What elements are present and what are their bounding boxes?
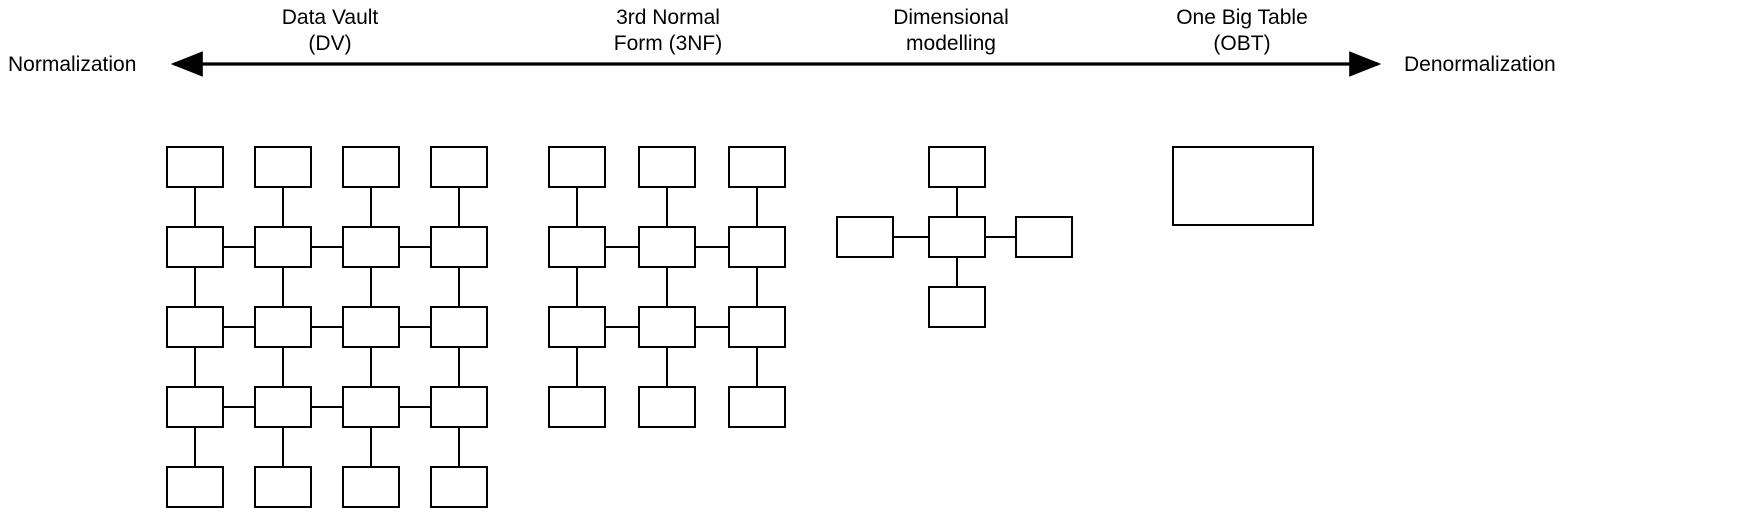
connector-vertical [457,348,461,386]
table-node [728,146,786,188]
connector-vertical [457,428,461,466]
connector-vertical [755,348,759,386]
stage-label-dimensional-modelling: Dimensional modelling [893,6,1009,55]
connector-vertical [281,348,285,386]
connector-vertical [281,268,285,306]
connector-vertical [193,428,197,466]
connector-vertical [575,348,579,386]
connector-vertical [955,258,959,286]
table-node [638,146,696,188]
table-node [548,226,606,268]
table-node [548,386,606,428]
table-node [254,226,312,268]
stage-label-data-vault: Data Vault (DV) [281,6,379,55]
connector-vertical [281,428,285,466]
table-node [342,226,400,268]
table-node [342,466,400,508]
table-node [728,386,786,428]
connector-vertical [369,268,373,306]
connector-vertical [665,348,669,386]
stage-label-one-big-table: One Big Table (OBT) [1176,6,1308,55]
connector-horizontal [986,235,1015,239]
table-node [342,306,400,348]
connector-vertical [755,268,759,306]
table-node [430,226,488,268]
connector-vertical [665,268,669,306]
stage-label-third-normal-form: 3rd Normal Form (3NF) [613,6,723,55]
connector-vertical [193,348,197,386]
connector-vertical [955,188,959,216]
connector-vertical [457,188,461,226]
table-node [342,146,400,188]
table-node [254,466,312,508]
connector-horizontal [606,325,638,329]
connector-horizontal [224,325,254,329]
table-node [728,306,786,348]
table-node [166,306,224,348]
one-big-table-node [1172,146,1314,226]
table-node [728,226,786,268]
table-node [548,146,606,188]
table-node [342,386,400,428]
connector-horizontal [312,325,342,329]
dimension-table-node [836,216,894,258]
connector-horizontal [224,405,254,409]
table-node [166,226,224,268]
connector-horizontal [696,245,728,249]
table-node [166,466,224,508]
connector-horizontal [312,405,342,409]
connector-vertical [369,188,373,226]
table-node [166,146,224,188]
connector-horizontal [400,325,430,329]
connector-horizontal [312,245,342,249]
table-node [430,146,488,188]
connector-vertical [755,188,759,226]
connector-horizontal [696,325,728,329]
normalization-spectrum-arrow [170,51,1382,77]
dimension-table-node [1015,216,1073,258]
table-node [254,146,312,188]
dimension-table-node [928,286,986,328]
table-node [254,386,312,428]
fact-table-node [928,216,986,258]
connector-horizontal [894,235,928,239]
table-node [638,306,696,348]
connector-vertical [281,188,285,226]
dimension-table-node [928,146,986,188]
table-node [430,306,488,348]
axis-label-denormalization: Denormalization [1404,53,1556,76]
table-node [254,306,312,348]
connector-vertical [457,268,461,306]
connector-vertical [575,188,579,226]
connector-vertical [665,188,669,226]
table-node [638,226,696,268]
table-node [548,306,606,348]
table-node [166,386,224,428]
table-node [638,386,696,428]
connector-vertical [575,268,579,306]
table-node [430,386,488,428]
table-node [430,466,488,508]
connector-horizontal [400,245,430,249]
connector-vertical [369,428,373,466]
axis-label-normalization: Normalization [8,53,137,76]
connector-horizontal [224,245,254,249]
connector-horizontal [400,405,430,409]
connector-vertical [193,268,197,306]
connector-vertical [193,188,197,226]
connector-vertical [369,348,373,386]
connector-horizontal [606,245,638,249]
